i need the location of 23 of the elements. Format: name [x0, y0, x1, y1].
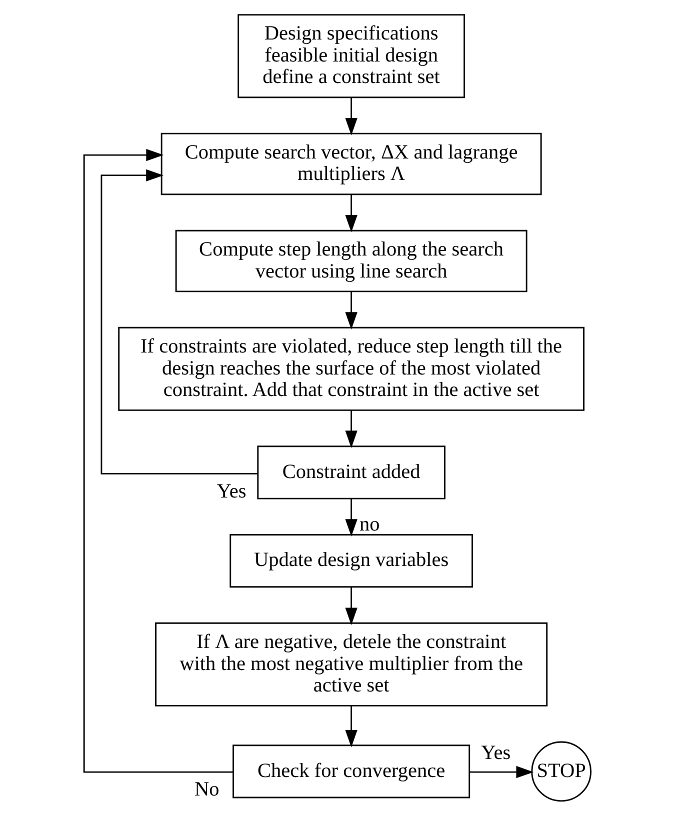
edge-label: Yes [480, 742, 510, 764]
node-box: Update design variables [229, 534, 472, 588]
arrow [344, 96, 357, 135]
arrow [344, 194, 357, 232]
arrow [82, 148, 232, 772]
node-box: Check for convergence [232, 744, 470, 798]
arrow [100, 168, 258, 474]
arrow [344, 291, 357, 330]
arrow [344, 706, 357, 747]
node-box: If constraints are violated, reduce step length till the design reaches the surface of the most violated constraint. Add that constraint in the active set [118, 326, 584, 410]
arrow [344, 498, 357, 536]
edge-label: No [194, 778, 219, 800]
arrow [344, 586, 357, 625]
node-box: Constraint added [256, 445, 445, 499]
node-box: Compute search vector, ΔX and lagrange multipliers Λ [160, 132, 542, 195]
node-box: Compute step length along the search vector using line search [174, 229, 527, 292]
edge-label: Yes [216, 480, 246, 502]
arrow [469, 765, 534, 778]
edge-label: no [358, 512, 380, 535]
arrow [344, 410, 357, 448]
node-box: Design specifications feasible initial design define a constraint set [237, 14, 465, 98]
node-box: If Λ are negative, detele the constraint with the most negative multiplier from the active set [154, 622, 548, 706]
node-circle: STOP [530, 740, 592, 802]
